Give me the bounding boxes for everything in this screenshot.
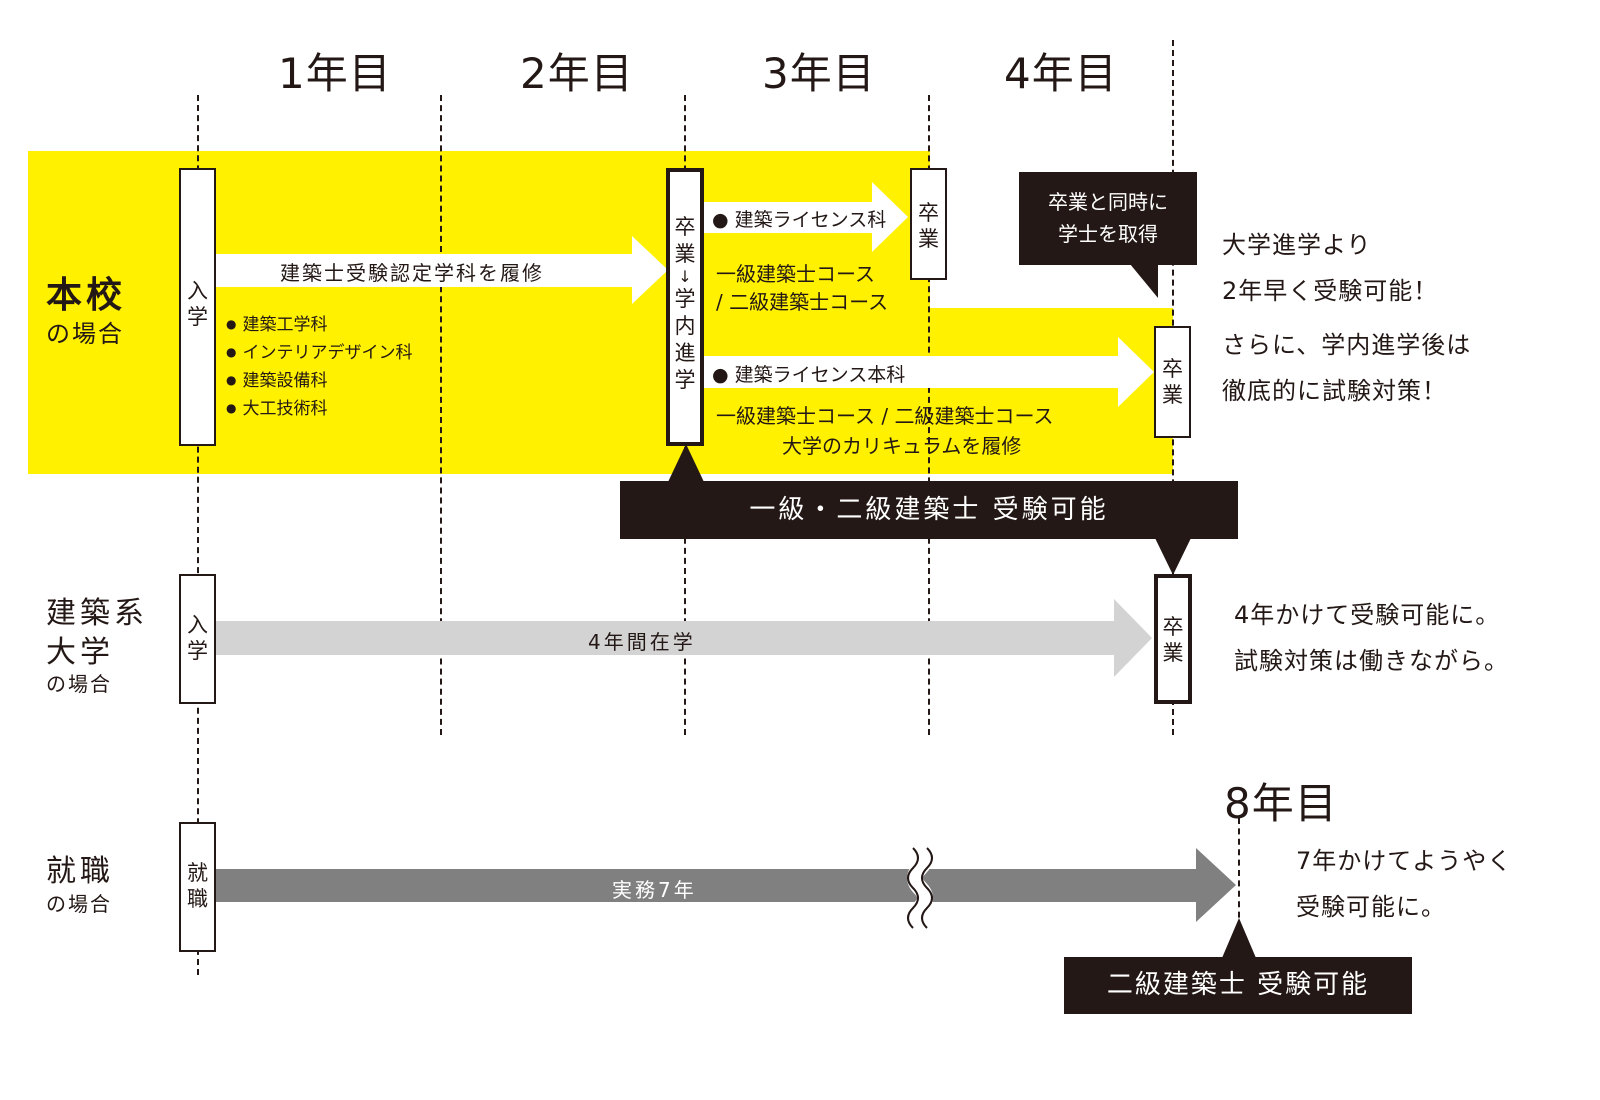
exam-banner-pointer-down [1155,538,1191,575]
year-2-label: 2年目 [520,49,634,98]
bachelor-callout: 卒業と同時に 学士を取得 [1019,172,1197,265]
year-3-label: 3年目 [762,49,876,98]
dept-item: 建築設備科 [226,368,412,396]
honko-grad-box-2: 卒業 [1154,326,1191,438]
exam-banner-pointer-up [668,444,704,482]
job-row-subtitle: の場合 [46,892,112,916]
license-dept-course-2: / 二級建築士コース [716,290,889,314]
job-arrow-label: 実務7年 [612,878,697,902]
break-mark-lines [907,847,933,929]
univ-row-subtitle: の場合 [46,672,112,696]
year-line-8 [1238,818,1240,928]
dept-item: インテリアデザイン科 [226,340,412,368]
job-row-title: 就職 [46,854,114,889]
honko-row-title: 本校 [46,275,127,316]
univ-arrow-label: 4年間在学 [588,630,696,654]
license-main-course-1: 一級建築士コース / 二級建築士コース [716,404,1054,428]
year-line-3 [928,95,930,735]
honko-grad-box-1: 卒業 [910,168,947,280]
job-entry-box: 就職 [179,822,216,952]
exam-banner: 一級・二級建築士 受験可能 [620,481,1238,539]
year-8-label: 8年目 [1224,779,1338,828]
honko-entry-box: 入学 [179,168,216,446]
job-banner-pointer [1222,918,1256,958]
year-line-1 [440,95,442,735]
univ-arrow [214,599,1152,677]
honko-main-arrow-label: 建築士受験認定学科を履修 [280,261,544,285]
univ-row-title-2: 大学 [46,635,114,670]
license-main-label: ● 建築ライセンス本科 [712,364,906,386]
dept-item: 大工技術科 [226,396,412,424]
univ-entry-box: 入学 [179,574,216,704]
year-line-0 [197,95,199,975]
univ-note: 4年かけて受験可能に。 試験対策は働きながら。 [1234,601,1509,675]
year-1-label: 1年目 [278,49,392,98]
univ-row-title-1: 建築系 [46,596,148,631]
honko-note: 大学進学より 2年早く受験可能！ さらに、学内進学後は 徹底的に試験対策！ [1222,231,1472,405]
license-dept-course-1: 一級建築士コース [716,262,875,286]
job-arrow [214,848,1236,922]
honko-row-subtitle: の場合 [46,320,124,348]
job-note: 7年かけてようやく 受験可能に。 [1296,847,1513,921]
license-main-course-2: 大学のカリキュラムを履修 [782,434,1022,458]
bachelor-callout-pointer [1130,264,1158,298]
license-dept-label: ● 建築ライセンス科 [712,209,887,231]
honko-main-arrow [214,236,668,304]
job-banner: 二級建築士 受験可能 [1064,957,1412,1014]
year-4-label: 4年目 [1004,49,1118,98]
dept-item: 建築工学科 [226,312,412,340]
license-dept-arrow [702,182,908,252]
license-main-arrow [702,337,1154,407]
honko-dept-list: 建築工学科 インテリアデザイン科 建築設備科 大工技術科 [226,312,412,424]
break-mark [907,842,933,934]
univ-grad-box: 卒業 [1154,574,1192,704]
honko-advance-box: 卒業↓学内進学 [666,168,704,446]
